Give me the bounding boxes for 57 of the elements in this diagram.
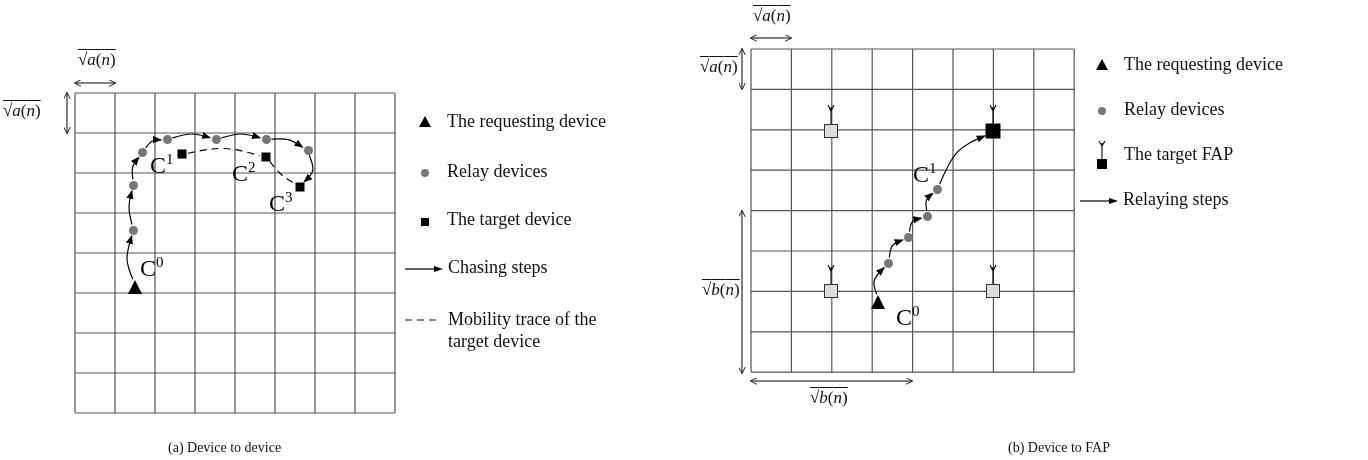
relay-device-dot <box>922 211 932 221</box>
relay-device-dot <box>128 225 138 235</box>
dashed-trace-line <box>269 160 296 184</box>
target-square <box>261 152 271 162</box>
requesting-device-marker <box>871 295 885 309</box>
access-point-square <box>824 284 838 298</box>
point-label: C$^{1}$ <box>150 152 174 177</box>
legend-text: Chasing steps <box>448 257 548 279</box>
dimension-label: √a(n) <box>78 50 116 70</box>
access-point-square <box>986 284 1000 298</box>
legend-text: Relay devices <box>447 161 548 183</box>
point-label: C$^{1}$ <box>913 161 937 186</box>
relay-device-dot <box>261 134 271 144</box>
caption: (a) Device to device <box>168 440 282 456</box>
legend-text: Relay devices <box>1124 99 1225 121</box>
target-square <box>985 123 1001 139</box>
dimension-label: √b(n) <box>810 388 848 408</box>
access-point-square <box>824 124 838 138</box>
arrow <box>126 190 134 226</box>
target-square <box>295 182 305 192</box>
point-label: C$^{2}$ <box>232 160 256 185</box>
arrow <box>130 156 140 181</box>
arrow <box>303 154 314 183</box>
relay-device-dot <box>883 258 893 268</box>
arrow <box>220 132 261 139</box>
legend-text: The target FAP <box>1124 144 1234 166</box>
legend-text: The requesting device <box>447 111 606 133</box>
dimension-label: √a(n) <box>3 101 41 121</box>
arrow <box>270 138 304 148</box>
point-label: C$^{0}$ <box>140 255 164 280</box>
relay-device-dot <box>303 145 313 155</box>
legend-text: Mobility trace of the target device <box>448 309 598 353</box>
relay-device-dot <box>932 184 942 194</box>
relay-device-dot <box>128 180 138 190</box>
legend-text: Relaying steps <box>1123 189 1229 211</box>
target-square <box>177 149 187 159</box>
arrow <box>888 239 904 259</box>
dimension-label: √b(n) <box>702 280 740 300</box>
legend-text: The requesting device <box>1124 54 1283 76</box>
arrow <box>908 216 923 233</box>
dashed-trace-line <box>187 147 261 157</box>
point-label: C$^{3}$ <box>269 190 293 215</box>
arrow <box>873 267 885 295</box>
arrow <box>145 136 162 149</box>
dimension-label: √a(n) <box>700 57 738 77</box>
arrow <box>125 235 134 280</box>
relay-device-dot <box>903 232 913 242</box>
requesting-device-marker <box>128 280 142 294</box>
dimension-label: √a(n) <box>753 6 791 26</box>
relay-device-dot <box>162 134 172 144</box>
relay-device-dot <box>137 147 147 157</box>
legend-text: The target device <box>447 209 572 231</box>
caption: (b) Device to FAP <box>1008 440 1110 456</box>
arrow <box>939 135 986 185</box>
arrow <box>924 192 934 212</box>
relay-device-dot <box>211 134 221 144</box>
arrow <box>171 131 211 139</box>
